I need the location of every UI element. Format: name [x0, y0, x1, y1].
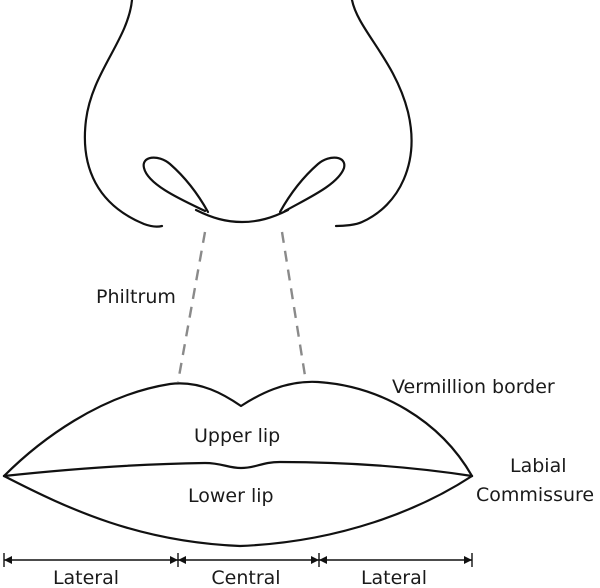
columella	[194, 208, 290, 224]
arrowhead-lateral-left-end	[170, 556, 178, 564]
arrowhead-right-end	[464, 556, 472, 564]
philtrum-right-ridge	[280, 231, 308, 383]
nose	[83, 0, 413, 228]
lower-lip-label: Lower lip	[188, 485, 274, 507]
segment-label-lateral-left: Lateral	[53, 567, 119, 588]
upper-lip-outline	[2, 380, 474, 478]
left-nostril	[142, 156, 210, 214]
labial-commissure-label-line2: Commissure	[476, 484, 594, 506]
segment-label-lateral-right: Lateral	[361, 567, 427, 588]
segment-label-central: Central	[211, 567, 280, 588]
lips	[2, 380, 474, 548]
arrowhead-lateral-right-start	[319, 556, 327, 564]
vermillion-border-label: Vermillion border	[392, 376, 555, 398]
philtrum-lines	[176, 231, 308, 383]
arrowhead-left-end	[4, 556, 12, 564]
arrowhead-central-start	[178, 556, 186, 564]
nose-right-side	[334, 0, 413, 228]
arrowhead-central-end	[311, 556, 319, 564]
philtrum-left-ridge	[176, 231, 207, 383]
measurement-bar: Lateral Central Lateral	[3, 553, 473, 588]
right-nostril	[278, 156, 346, 214]
nose-left-side	[83, 0, 164, 228]
upper-lip-label: Upper lip	[194, 425, 280, 447]
lip-seam	[2, 460, 474, 478]
philtrum-label: Philtrum	[96, 286, 176, 308]
labial-commissure-label-line1: Labial	[510, 455, 567, 477]
lower-lip-outline	[2, 474, 474, 548]
